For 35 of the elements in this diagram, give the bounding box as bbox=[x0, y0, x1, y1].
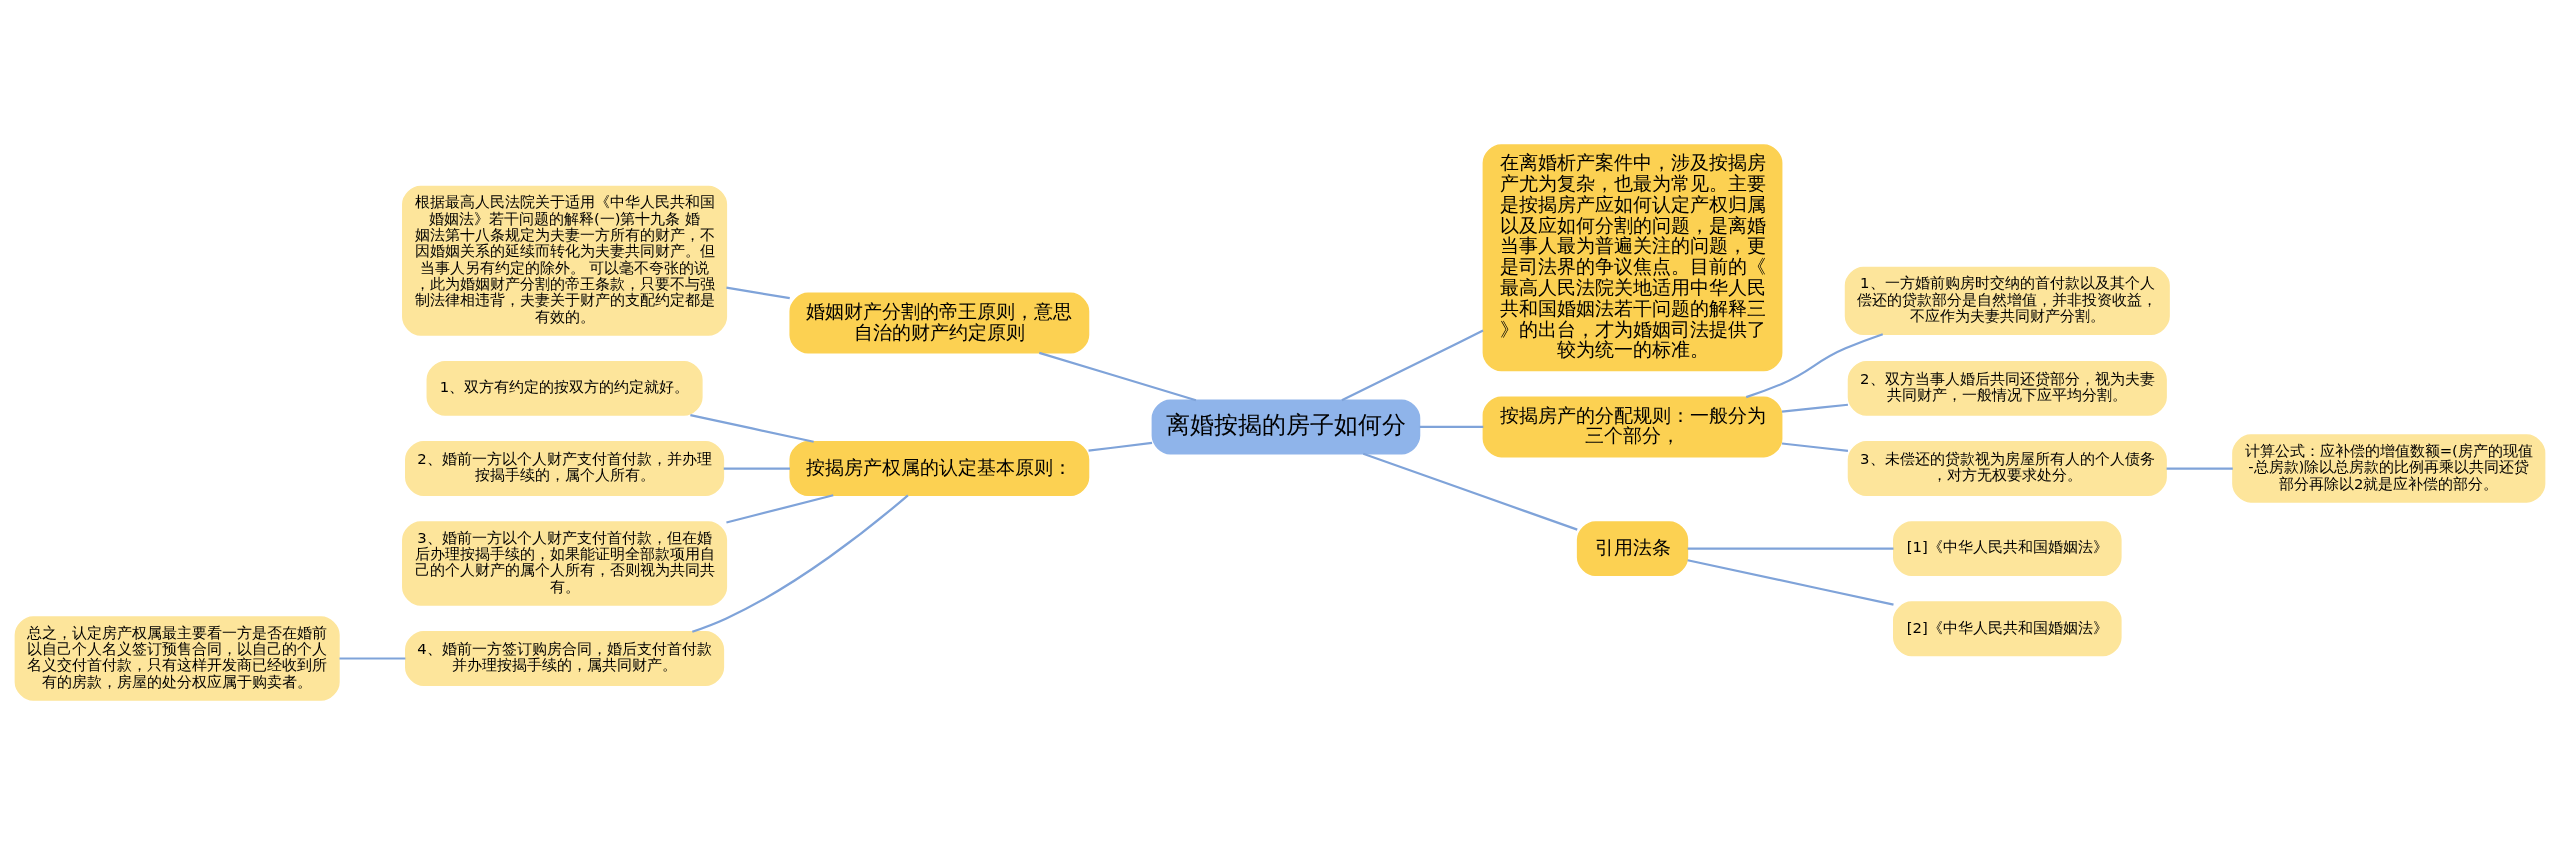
connector bbox=[1341, 329, 1484, 402]
node-box: [2]《中华人民共和国婚姻法》 bbox=[1893, 601, 2122, 657]
node-box: 3、婚前一方以个人财产支付首付款，但在婚后办理按揭手续的，如果能证明全部款项用自己的个人财产的属个人所有，否则视为共同共有。 bbox=[402, 521, 728, 606]
connector bbox=[726, 494, 834, 524]
node-box: 2、双方当事人婚后共同还贷部分，视为夫妻共同财产，一般情况下应平均分割。 bbox=[1847, 360, 2167, 416]
node-box: 总之，认定房产权属最主要看一方是否在婚前以自己个人名义签订预售合同，以自己的个人名义交付首付款，只有这样开发商已经收到所有的房款，房屋的处分权应属于购卖者。 bbox=[14, 616, 340, 701]
node-box: 1、双方有约定的按双方的约定就好。 bbox=[426, 360, 703, 416]
connector bbox=[1781, 442, 1849, 452]
connector bbox=[1687, 559, 1894, 606]
connector bbox=[723, 467, 790, 470]
connector bbox=[1419, 425, 1484, 429]
node-box: [1]《中华人民共和国婚姻法》 bbox=[1893, 521, 2122, 577]
connector bbox=[1687, 547, 1894, 550]
node-box: 根据最高人民法院关于适用《中华人民共和国婚姻法》若干问题的解释(一)第十九条 婚姻法第十八条规定为夫妻一方所有的财产，不因婚姻关系的延续而转化为夫妻共同财产。但当事人另有约定的除外。 可以毫不夸张的说，此为婚姻财产分割的帝王条款，只要不与强制法律相违背，夫妻关于财产的支配约定都是有效的。 bbox=[402, 185, 728, 336]
connector bbox=[691, 494, 909, 633]
node-box: 1、一方婚前购房时交纳的首付款以及其个人偿还的贷款部分是自然增值，并非投资收益，不应作为夫妻共同财产分割。 bbox=[1844, 266, 2170, 335]
connector bbox=[1088, 441, 1153, 452]
node-box: 在离婚析产案件中，涉及按揭房产尤为复杂，也最为常见。主要是按揭房产应如何认定产权归属以及应如何分割的问题，是离婚当事人最为普遍关注的问题，更是司法界的争议焦点。目前的《最高人民法院关地适用中华人民共和国婚姻法若干问题的解释三》的出台，才为婚姻司法提供了较为统一的标准。 bbox=[1482, 144, 1783, 372]
connector bbox=[339, 657, 406, 660]
node-box: 离婚按揭的房子如何分 bbox=[1151, 399, 1421, 455]
node-box: 婚姻财产分割的帝王原则，意思自治的财产约定原则 bbox=[789, 292, 1090, 354]
connector bbox=[2166, 467, 2233, 470]
connector bbox=[1362, 452, 1578, 531]
connector bbox=[1039, 351, 1197, 402]
node-box: 引用法条 bbox=[1576, 521, 1689, 577]
connector bbox=[726, 286, 790, 300]
node-box: 4、婚前一方签订购房合同，婚后支付首付款并办理按揭手续的，属共同财产。 bbox=[405, 631, 725, 686]
connector bbox=[1781, 403, 1849, 413]
node-box: 3、未偿还的贷款视为房屋所有人的个人债务，对方无权要求处分。 bbox=[1847, 441, 2167, 496]
connector bbox=[690, 414, 814, 443]
node-box: 计算公式：应补偿的增值数额=(房产的现值-总房款)除以总房款的比例再乘以共同还贷部分再除以2就是应补偿的部分。 bbox=[2232, 434, 2546, 503]
node-box: 按揭房产的分配规则：一般分为三个部分， bbox=[1482, 396, 1783, 458]
connector bbox=[1745, 333, 1884, 399]
node-box: 按揭房产权属的认定基本原则： bbox=[789, 441, 1090, 496]
node-box: 2、婚前一方以个人财产支付首付款，并办理按揭手续的，属个人所有。 bbox=[405, 441, 725, 496]
